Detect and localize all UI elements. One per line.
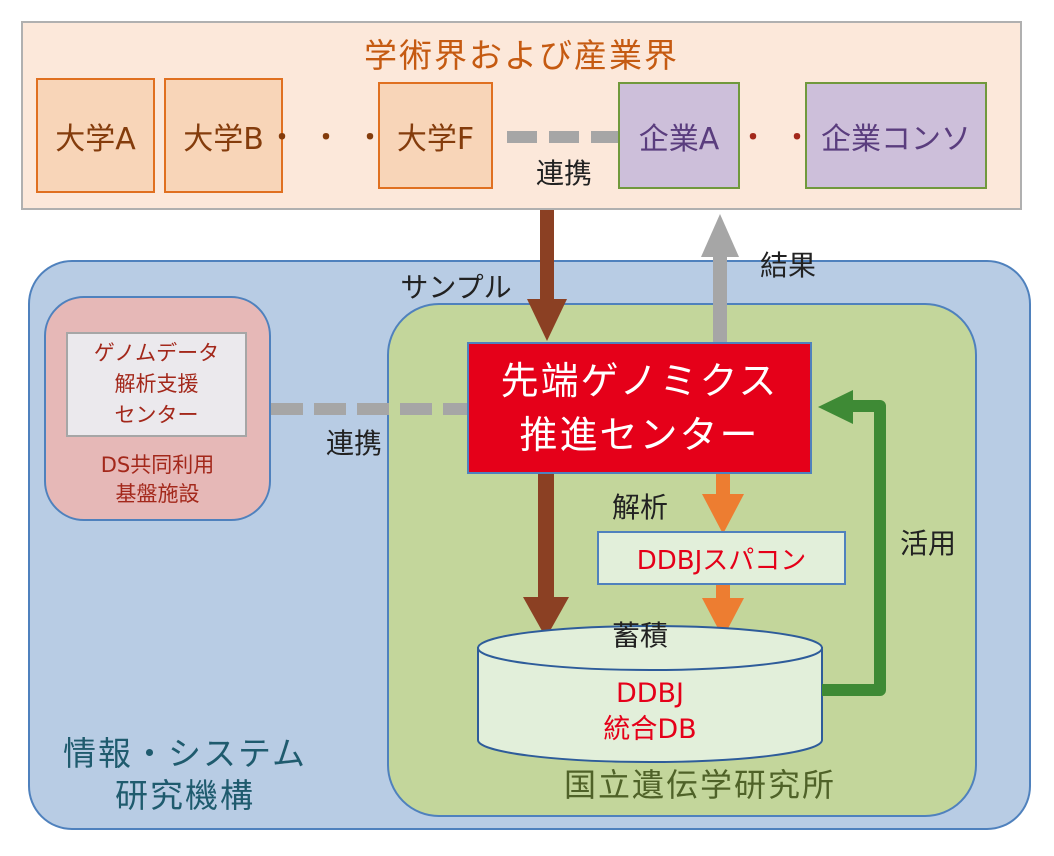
university-f-box: 大学F (378, 82, 493, 189)
ddbj-supercomputer-box: DDBJスパコン (597, 531, 846, 585)
org-line-1: 情報・システム (62, 734, 307, 773)
sample-arrow (527, 210, 567, 341)
company-consortium-box: 企業コンソ (805, 82, 987, 189)
company-a-box: 企業A (618, 82, 740, 189)
db-line-1: DDBJ (615, 678, 685, 709)
database-cylinder (477, 625, 823, 763)
sample-label: サンプル (400, 271, 512, 304)
analysis-label: 解析 (611, 491, 668, 524)
genome-data-analysis-center-box: ゲノムデータ 解析支援 センター (66, 332, 247, 437)
ds-caption-line-2: 基盤施設 (115, 482, 200, 506)
result-arrow (701, 214, 739, 342)
center-line-2: 推進センター (519, 413, 760, 457)
result-label: 結果 (759, 249, 816, 282)
parent-organization-label: 情報・システム 研究機構 (40, 730, 330, 820)
genome-center-line-3: センター (114, 403, 199, 427)
use-label: 活用 (899, 527, 956, 560)
analysis-arrow (702, 474, 744, 534)
university-a-box: 大学A (36, 78, 155, 193)
store-arrow (523, 474, 569, 638)
store-label: 蓄積 (611, 619, 668, 652)
center-line-1: 先端ゲノミクス (500, 359, 779, 403)
genome-center-line-1: ゲノムデータ (93, 341, 220, 365)
university-b-box: 大学B (164, 78, 283, 193)
advanced-genomics-center-box: 先端ゲノミクス 推進センター (467, 342, 812, 474)
use-arrow (818, 390, 886, 696)
supercomputer-to-db-arrow (702, 585, 744, 638)
org-line-2: 研究機構 (115, 776, 255, 815)
ds-caption-line-1: DS共同利用 (100, 453, 215, 477)
ddbj-database-label: DDBJ 統合DB (476, 672, 824, 752)
university-ellipsis: ・・・ (269, 122, 402, 153)
partner-label: 連携 (325, 427, 382, 460)
ds-facility-caption: DS共同利用 基盤施設 (44, 450, 271, 510)
db-line-2: 統合DB (603, 714, 697, 745)
industry-academia-title: 学術界および産業界 (364, 36, 679, 75)
institute-label: 国立遺伝学研究所 (563, 766, 836, 804)
industry-link-label: 連携 (535, 157, 592, 190)
genome-center-line-2: 解析支援 (114, 372, 199, 396)
